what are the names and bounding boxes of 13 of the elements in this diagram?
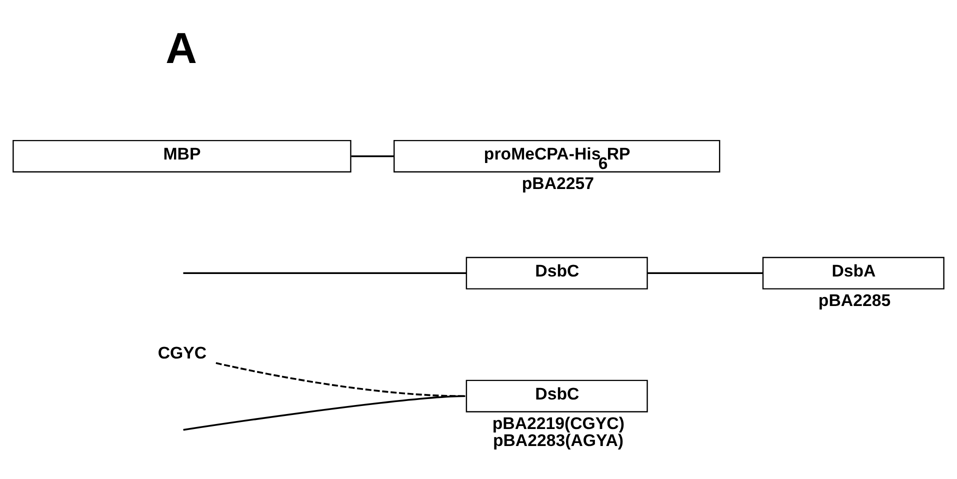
node-box: DsbA [762, 256, 944, 289]
connector [183, 394, 466, 430]
connector [351, 154, 394, 157]
node-text: CGYC [158, 342, 207, 362]
node-box: DsbC [466, 256, 648, 289]
node-label: pBA2219(CGYC) [492, 413, 624, 432]
node-box: DsbC [466, 379, 648, 412]
node-box: MBP [12, 139, 352, 172]
connector [647, 272, 763, 274]
node-label: pBA2285 [818, 290, 891, 310]
label: A [166, 24, 198, 73]
node-label: pBA2257 [522, 174, 594, 193]
connector [183, 272, 466, 274]
